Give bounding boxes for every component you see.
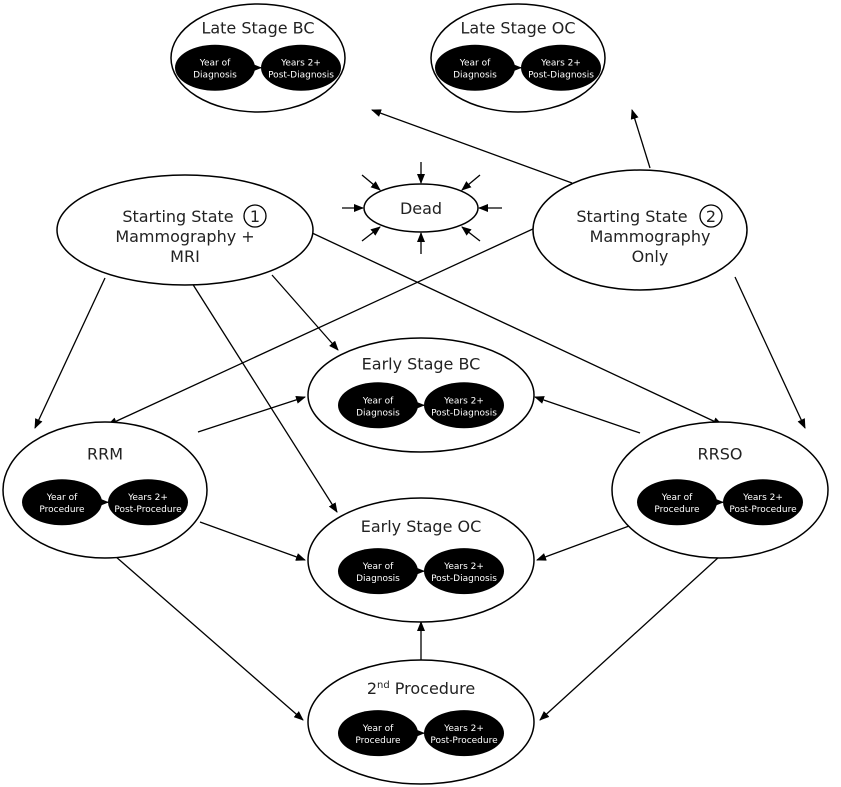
edge-start1-rrso [309, 231, 723, 426]
node-late-oc-title: Late Stage OC [460, 19, 575, 38]
node-early-bc-title: Early Stage BC [362, 354, 481, 373]
node-late-bc: Late Stage BC Year of Diagnosis Years 2+ Pos… [170, 3, 346, 113]
substate-label: Procedure [39, 505, 85, 515]
node-dead-label: Dead [400, 199, 442, 218]
substate-label: Diagnosis [453, 71, 497, 81]
edge-start1-early-oc [191, 282, 338, 513]
substate-label: Year of [199, 59, 231, 69]
start2-badge-circle [699, 204, 723, 228]
substate-label: Post-Diagnosis [528, 71, 594, 81]
start1-line-3: MRI [170, 247, 200, 266]
substate-label: Years 2+ [280, 59, 321, 69]
start2-line-2: Mammography [590, 227, 711, 246]
substate-label: Years 2+ [742, 493, 783, 503]
node-rrso: RRSO Year of Procedure Years 2+ Post-Procedu… [611, 421, 829, 559]
start1-badge-circle [243, 204, 267, 228]
substate-label: Post-Diagnosis [268, 71, 334, 81]
dead-arrow-br [461, 226, 481, 242]
edge-start1-early-bc [271, 274, 339, 351]
substate-label: Years 2+ [443, 724, 484, 734]
node-starting-state-2: Starting State Mammography Only 2 [532, 169, 748, 291]
substate-year-of: Year of Procedure [22, 479, 102, 526]
substate-years-2-plus: Years 2+ Post-Diagnosis [261, 44, 341, 91]
substate-label: Post-Diagnosis [431, 408, 497, 418]
edge-start2-late-bc [371, 109, 573, 184]
dead-arrow-bl [361, 226, 381, 242]
edge-start2-rrso [734, 276, 806, 429]
substate-label: Year of [459, 59, 491, 69]
substate-label: Post-Procedure [430, 736, 498, 746]
node-second-title: 2nd Procedure [367, 679, 475, 698]
substate-label: Year of [362, 396, 394, 406]
dead-arrow-tr [461, 174, 481, 191]
substate-years-2-plus: Years 2+ Post-Diagnosis [424, 548, 504, 595]
start2-line-1: Starting State [576, 207, 687, 226]
edges [34, 109, 806, 721]
node-rrm-title: RRM [87, 444, 123, 463]
start1-badge-number: 1 [250, 207, 260, 226]
substate-years-2-plus: Years 2+ Post-Diagnosis [521, 44, 601, 91]
edge-start1-rrm [34, 277, 106, 429]
edge-rrso-early-oc [536, 521, 641, 561]
start2-badge-number: 2 [706, 207, 716, 226]
edge-rrso-second [539, 555, 721, 721]
dead-arrow-tl [361, 174, 381, 191]
substate-label: Year of [362, 724, 394, 734]
node-late-oc: Late Stage OC Year of Diagnosis Years 2+ Pos… [430, 3, 606, 113]
substate-label: Post-Procedure [114, 505, 182, 515]
edge-start2-late-oc [630, 109, 651, 169]
substate-year-of: Year of Diagnosis [338, 382, 418, 429]
substate-label: Procedure [654, 505, 700, 515]
node-starting-state-1: Starting State Mammography + MRI 1 [56, 174, 314, 286]
substate-label: Year of [362, 562, 394, 572]
node-dead: Dead [342, 162, 502, 254]
node-early-bc: Early Stage BC Year of Diagnosis Years 2+ Po… [307, 337, 535, 453]
substate-year-of: Year of Diagnosis [175, 44, 255, 91]
substate-label: Years 2+ [127, 493, 168, 503]
node-early-oc-title: Early Stage OC [361, 517, 482, 536]
node-early-oc: Early Stage OC Year of Diagnosis Years 2+ Po… [307, 497, 535, 623]
substate-years-2-plus: Years 2+ Post-Procedure [723, 479, 803, 526]
substate-label: Year of [46, 493, 78, 503]
start1-line-1: Starting State [122, 207, 233, 226]
edge-rrm-second [114, 555, 304, 721]
node-late-bc-title: Late Stage BC [201, 19, 314, 38]
edge-rrm-early-bc [197, 395, 306, 433]
substate-label: Diagnosis [193, 71, 237, 81]
edge-rrm-early-oc [199, 521, 306, 561]
substate-year-of: Year of Procedure [338, 710, 418, 757]
edge-rrso-early-bc [534, 396, 641, 434]
substate-label: Years 2+ [540, 59, 581, 69]
substate-year-of: Year of Procedure [637, 479, 717, 526]
substate-years-2-plus: Years 2+ Post-Procedure [424, 710, 504, 757]
substate-years-2-plus: Years 2+ Post-Procedure [108, 479, 188, 526]
start1-line-2: Mammography + [115, 227, 254, 246]
substate-label: Years 2+ [443, 396, 484, 406]
substate-label: Diagnosis [356, 408, 400, 418]
substate-label: Diagnosis [356, 574, 400, 584]
substate-year-of: Year of Diagnosis [338, 548, 418, 595]
node-rrso-title: RRSO [698, 444, 743, 463]
substate-label: Procedure [355, 736, 401, 746]
substate-label: Year of [661, 493, 693, 503]
start2-line-3: Only [632, 247, 669, 266]
node-rrm: RRM Year of Procedure Years 2+ Post-Procedur… [2, 421, 208, 559]
edge-start2-rrm [107, 227, 536, 426]
substate-year-of: Year of Diagnosis [435, 44, 515, 91]
substate-years-2-plus: Years 2+ Post-Diagnosis [424, 382, 504, 429]
substate-label: Post-Diagnosis [431, 574, 497, 584]
substate-label: Years 2+ [443, 562, 484, 572]
substate-label: Post-Procedure [729, 505, 797, 515]
